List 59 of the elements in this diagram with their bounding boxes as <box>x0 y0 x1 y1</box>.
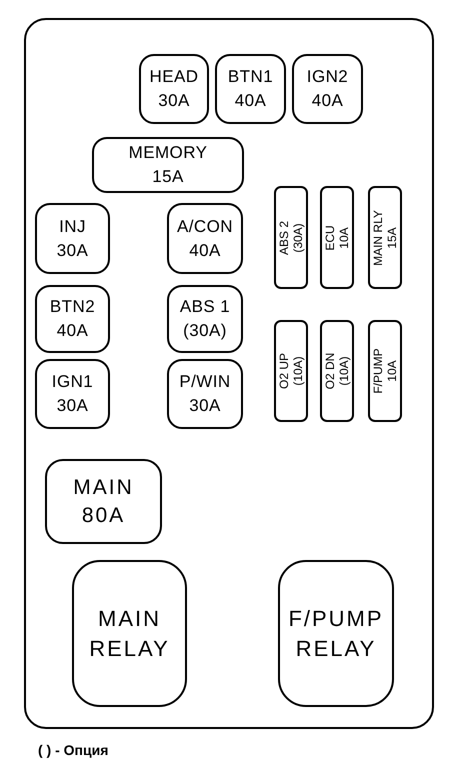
fuse-slot <box>167 203 243 274</box>
fuse-slot <box>167 285 243 353</box>
note-text: ( ) - Опция <box>38 741 108 760</box>
fuse-slot <box>368 186 402 289</box>
fuse-name: MEMORY <box>128 143 208 163</box>
relay-slot <box>72 560 187 707</box>
fuse-rating: (30A) <box>291 222 305 252</box>
fuse-name: INJ <box>59 216 86 236</box>
fuse-rating: 15A <box>385 226 399 248</box>
fuse-slot <box>35 359 110 429</box>
fuse-name: BTN2 <box>50 297 96 317</box>
fuse-name: HEAD <box>150 67 198 87</box>
fuse-name: A/CON <box>177 216 233 236</box>
fuse-slot <box>274 320 308 422</box>
fuse-rating: 30A <box>56 240 88 260</box>
fuse-rating: 40A <box>56 321 88 341</box>
fuse-name: MAIN <box>73 474 134 500</box>
fuse-panel <box>24 18 434 729</box>
fuse-name: BTN1 <box>228 67 274 87</box>
relay-label: RELAY <box>89 634 170 662</box>
fuse-rating: (10A) <box>291 356 305 386</box>
relay-label: MAIN <box>98 604 161 632</box>
fuse-slot <box>320 320 354 422</box>
fuse-slot <box>368 320 402 422</box>
fuse-name: F/PUMP <box>371 348 385 394</box>
fuse-name: MAIN RLY <box>371 210 385 266</box>
fuse-slot <box>215 54 286 124</box>
relay-label: RELAY <box>296 634 376 662</box>
fuse-name: P/WIN <box>179 372 231 392</box>
fuse-rating: 40A <box>189 240 221 260</box>
fuse-slot <box>45 459 162 544</box>
fuse-rating: 40A <box>234 91 266 111</box>
relay-slot <box>278 560 394 707</box>
fuse-slot <box>35 203 110 274</box>
fuse-name: O2 DN <box>323 352 337 390</box>
fuse-name: ABS 1 <box>180 297 230 317</box>
fuse-name: ECU <box>323 224 337 250</box>
fuse-slot <box>35 285 110 353</box>
fuse-rating: 40A <box>312 91 344 111</box>
fuse-slot <box>292 54 363 124</box>
fuse-rating: (30A) <box>183 321 227 341</box>
fuse-slot <box>92 137 244 193</box>
fuse-rating: 15A <box>152 167 184 187</box>
fuse-slot <box>167 359 243 429</box>
fuse-slot <box>139 54 209 124</box>
fuse-name: O2 UP <box>277 353 291 389</box>
fuse-slot <box>274 186 308 289</box>
fuse-name: IGN2 <box>306 67 348 87</box>
fuse-rating: 10A <box>337 226 351 248</box>
relay-label: F/PUMP <box>288 604 384 632</box>
fuse-name: ABS 2 <box>277 220 291 255</box>
fuse-rating: 10A <box>385 360 399 382</box>
fuse-rating: 30A <box>158 91 190 111</box>
fuse-rating: 30A <box>56 396 88 416</box>
fuse-slot <box>320 186 354 289</box>
fuse-name: IGN1 <box>52 372 94 392</box>
fuse-rating: 80A <box>82 502 126 528</box>
fuse-rating: (10A) <box>337 356 351 386</box>
fuse-rating: 30A <box>189 396 221 416</box>
